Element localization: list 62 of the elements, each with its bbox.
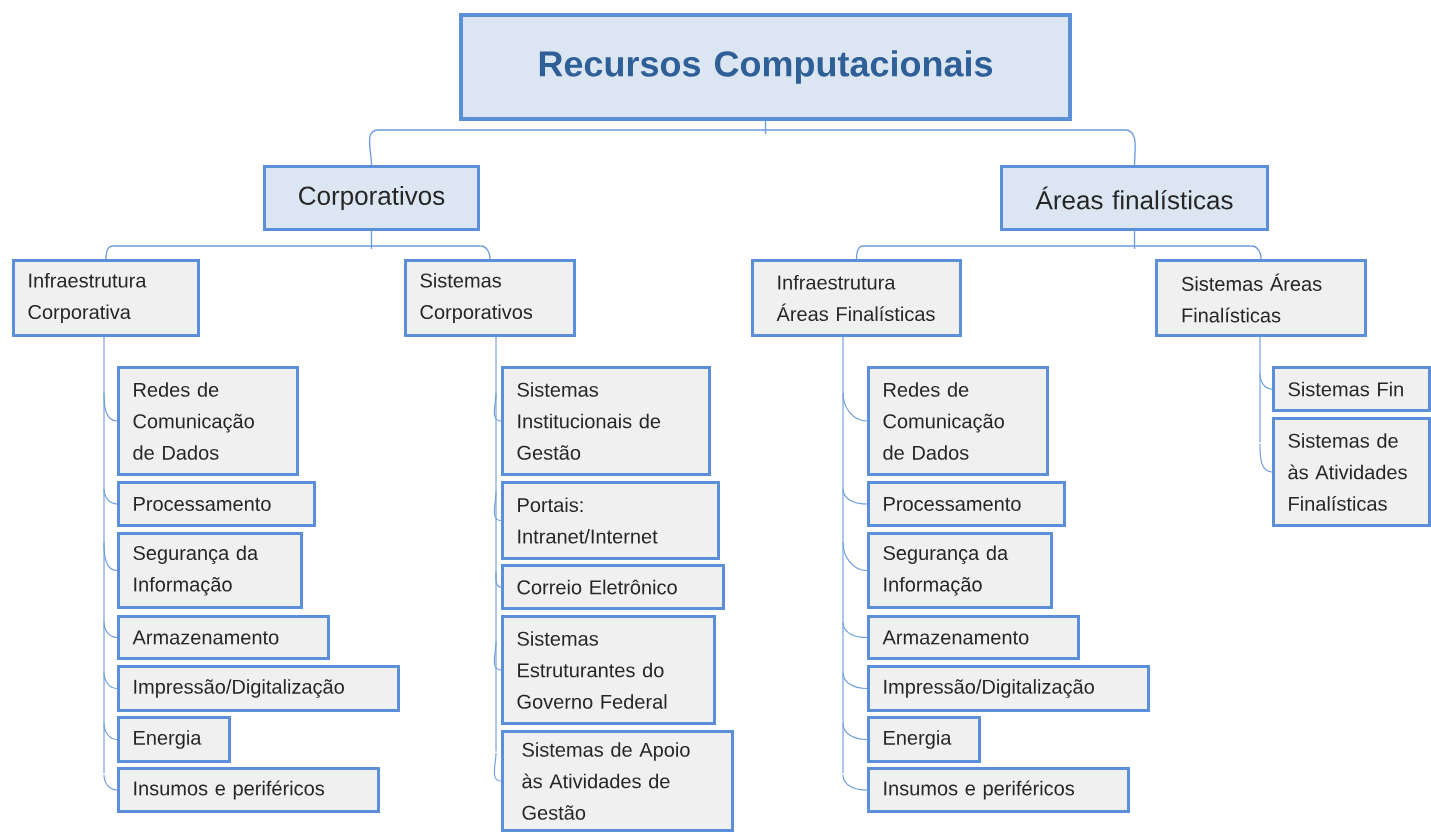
- connector: [103, 722, 118, 741]
- item-box: Processamento: [867, 481, 1066, 527]
- connector: [493, 392, 502, 422]
- item-box: Insumos e periféricos: [117, 767, 380, 813]
- item-box: Sistemas de às Atividades Finalísticas: [1272, 417, 1431, 527]
- group-box: Infraestrutura Corporativa: [12, 259, 200, 337]
- item-box: Redes de Comunicação de Dados: [867, 366, 1049, 476]
- item-box: Correio Eletrônico: [501, 564, 725, 610]
- connector: [1259, 443, 1273, 473]
- connector-trunk: [111, 230, 482, 250]
- group-box: Infraestrutura Áreas Finalísticas: [751, 259, 962, 337]
- connector-trunk: [1259, 336, 1261, 444]
- connector: [1250, 245, 1262, 260]
- item-box: Sistemas de Apoio às Atividades de Gestão: [501, 730, 734, 832]
- connector-trunk: [862, 230, 1253, 250]
- item-box: Sistemas Fin: [1272, 366, 1431, 412]
- group-box: Sistemas Corporativos: [404, 259, 576, 337]
- connector-trunk: [495, 336, 497, 753]
- connector: [842, 488, 868, 505]
- category-box: Corporativos: [263, 165, 480, 231]
- connector: [842, 671, 868, 690]
- item-box: Impressão/Digitalização: [867, 665, 1150, 712]
- connector: [495, 571, 502, 588]
- item-box: Segurança da Informação: [117, 532, 303, 609]
- connector: [842, 392, 868, 422]
- item-box: Redes de Comunicação de Dados: [117, 366, 299, 476]
- connector: [1124, 129, 1136, 166]
- item-box: Armazenamento: [117, 615, 330, 660]
- item-box: Sistemas Estruturantes do Governo Federal: [501, 615, 716, 725]
- connector: [479, 245, 491, 260]
- item-box: Energia: [117, 716, 231, 763]
- connector: [842, 621, 868, 639]
- connector-trunk: [103, 336, 105, 775]
- connector: [493, 491, 502, 522]
- title-box: Recursos Computacionais: [459, 13, 1072, 121]
- connector: [103, 621, 118, 639]
- category-box: Áreas finalísticas: [1000, 165, 1269, 231]
- connector: [842, 722, 868, 741]
- connector: [368, 129, 379, 166]
- connector: [493, 752, 502, 782]
- connector-trunk: [842, 336, 844, 775]
- group-box: Sistemas Áreas Finalísticas: [1155, 259, 1367, 337]
- item-box: Armazenamento: [867, 615, 1080, 660]
- connector: [103, 774, 118, 791]
- connector: [855, 245, 864, 260]
- connector: [103, 392, 118, 422]
- connector-trunk: [377, 120, 1126, 135]
- connector: [842, 541, 868, 572]
- item-box: Impressão/Digitalização: [117, 665, 400, 712]
- item-box: Sistemas Institucionais de Gestão: [501, 366, 711, 476]
- connector: [103, 488, 118, 505]
- item-box: Insumos e periféricos: [867, 767, 1130, 813]
- connector: [842, 774, 868, 791]
- connector: [103, 671, 118, 690]
- item-box: Segurança da Informação: [867, 532, 1053, 609]
- connector: [105, 245, 114, 260]
- item-box: Energia: [867, 716, 981, 763]
- item-box: Portais: Intranet/Internet: [501, 481, 720, 560]
- item-box: Processamento: [117, 481, 316, 527]
- connector: [1259, 373, 1273, 390]
- connector: [493, 641, 502, 671]
- connector: [103, 541, 118, 572]
